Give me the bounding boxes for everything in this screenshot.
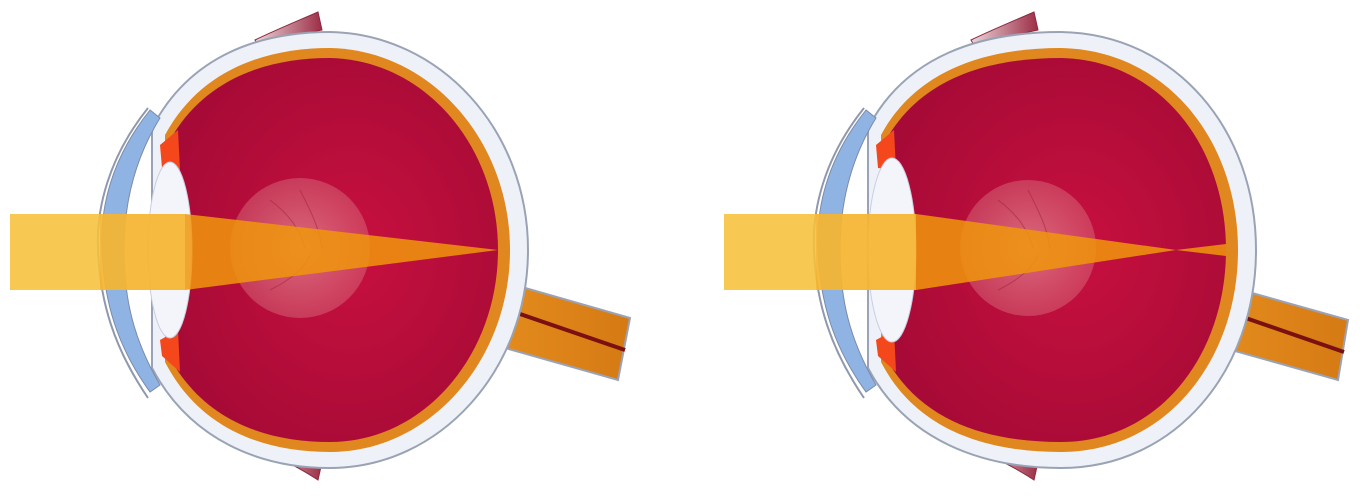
light-beam-overlay xyxy=(100,214,185,290)
left-eye xyxy=(10,12,630,480)
light-beam-overlay xyxy=(816,214,916,290)
right-eye xyxy=(724,12,1348,480)
